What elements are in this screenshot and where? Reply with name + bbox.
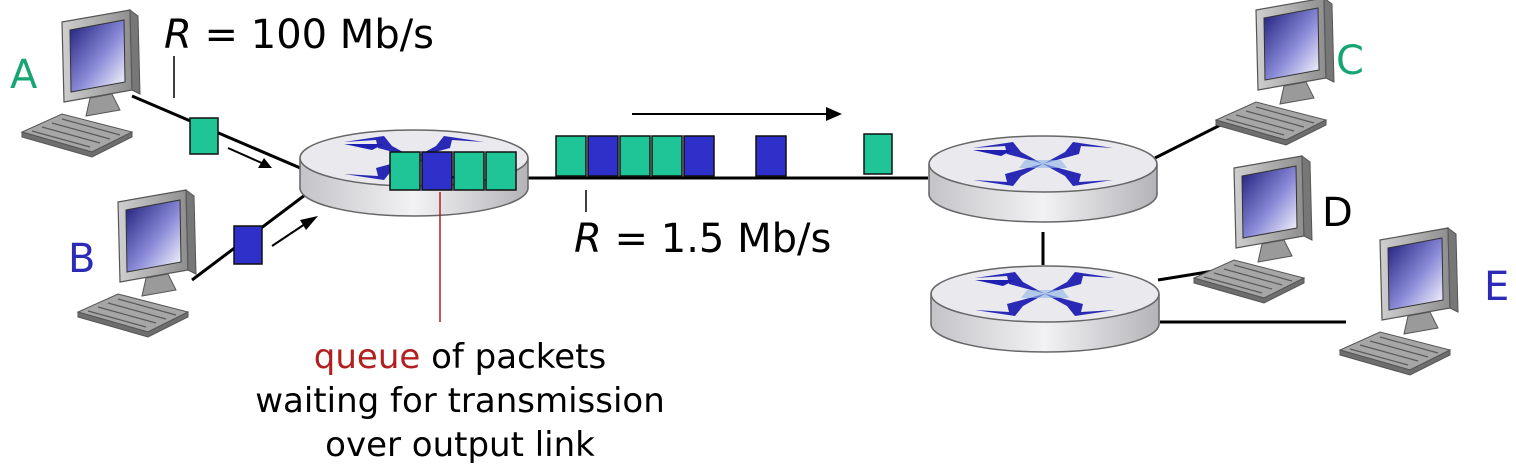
queue-packet xyxy=(453,151,485,191)
arrow-from-b-icon xyxy=(271,216,318,247)
link-packet xyxy=(683,135,715,177)
link-packets xyxy=(555,133,893,177)
host-a-label: A xyxy=(10,52,38,98)
router-right-bottom-icon xyxy=(930,265,1160,353)
queue-caption-line2: waiting for transmission xyxy=(255,381,665,421)
input-rate-value: = 100 Mb/s xyxy=(192,12,434,58)
queue-caption-line1: queue of packets xyxy=(314,337,606,377)
input-rate-var: R xyxy=(164,12,192,58)
direction-arrow-icon xyxy=(632,107,842,121)
packet-from-b xyxy=(233,225,263,265)
queue-packet xyxy=(485,151,517,191)
host-c-label: C xyxy=(1336,38,1364,84)
output-rate-label: R = 1.5 Mb/s xyxy=(574,216,831,262)
link-packet xyxy=(755,135,787,177)
packet-from-a xyxy=(189,117,219,155)
computer-a-icon xyxy=(21,9,141,158)
arrow-from-a-icon xyxy=(227,147,272,168)
host-b-label: B xyxy=(68,236,95,282)
queue-word: queue xyxy=(314,337,421,377)
computer-b-icon xyxy=(77,189,197,338)
link-packet xyxy=(555,135,587,177)
queue-caption-rest: of packets xyxy=(420,337,606,377)
link-packet xyxy=(651,135,683,177)
queue-packets xyxy=(389,151,517,191)
host-e-label: E xyxy=(1484,264,1509,310)
link-packet xyxy=(619,135,651,177)
queue-packet xyxy=(389,151,421,191)
computer-e-icon xyxy=(1339,227,1459,376)
link-packet xyxy=(863,133,893,175)
link-packet xyxy=(587,135,619,177)
queue-caption-line3: over output link xyxy=(325,425,595,465)
output-rate-value: = 1.5 Mb/s xyxy=(602,216,832,262)
computer-c-icon xyxy=(1215,0,1335,146)
queue-packet xyxy=(421,151,453,191)
host-d-label: D xyxy=(1322,190,1353,236)
router-right-top-icon xyxy=(928,135,1158,223)
output-rate-var: R xyxy=(574,216,602,262)
computer-d-icon xyxy=(1193,155,1313,304)
input-rate-label: R = 100 Mb/s xyxy=(164,12,434,58)
